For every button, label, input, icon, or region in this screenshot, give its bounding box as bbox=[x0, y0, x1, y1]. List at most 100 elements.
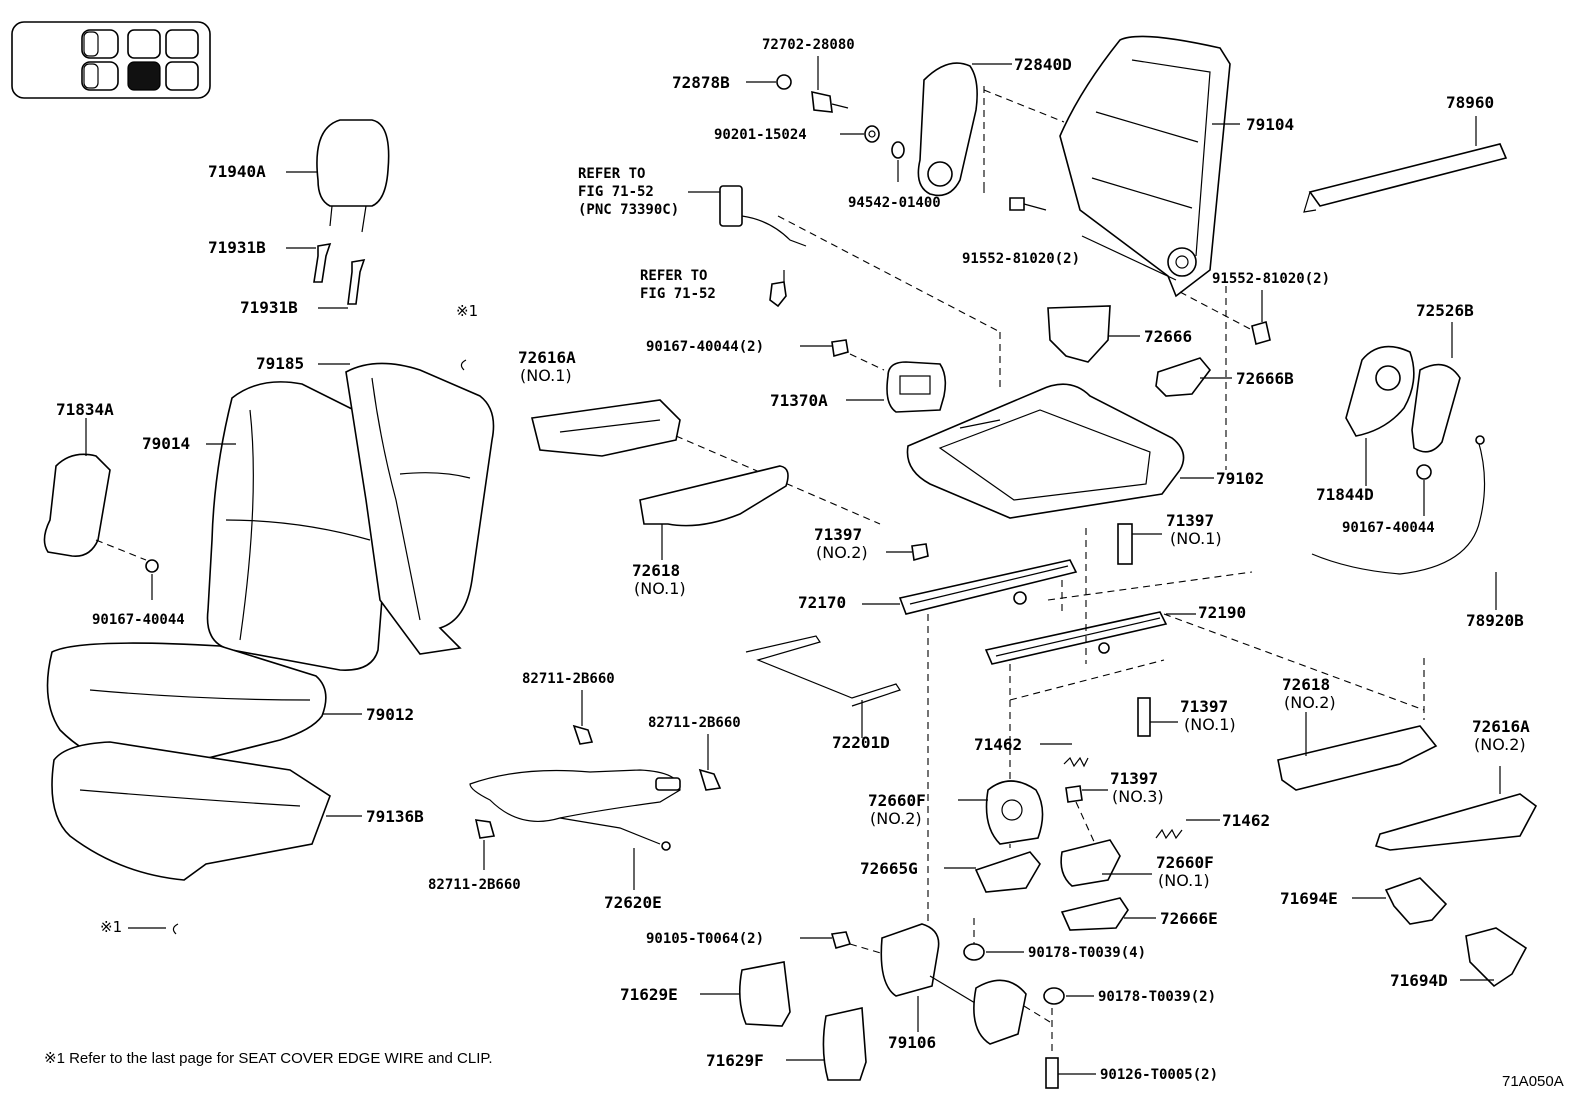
headrest-71940A bbox=[286, 119, 390, 233]
part-label-72878B: 72878B bbox=[672, 73, 730, 92]
part-label-72620E: 72620E bbox=[604, 893, 662, 912]
part-label-72660F-no1: 72660F bbox=[1156, 853, 1214, 872]
part-label-91552-81020-right: 91552-81020(2) bbox=[1212, 271, 1331, 287]
part-label-71834A: 71834A bbox=[56, 400, 114, 419]
part-label-72660F-no2: 72660F bbox=[868, 791, 926, 810]
part-label-72666B: 72666B bbox=[1236, 369, 1294, 388]
part-label-82711-2B660-a: 82711-2B660 bbox=[522, 671, 615, 687]
spring-71462-b bbox=[1155, 819, 1220, 840]
seat-bracket-72666E bbox=[1060, 897, 1156, 931]
armrest-72840D bbox=[917, 62, 1065, 197]
part-label-72170: 72170 bbox=[798, 593, 847, 612]
part-label-79102: 79102 bbox=[1216, 469, 1265, 488]
bolt-71397-no2 bbox=[886, 543, 929, 562]
part-label-78960: 78960 bbox=[1446, 93, 1495, 112]
seat-fasteners-top bbox=[746, 56, 905, 182]
figure-code: 71A050A bbox=[1502, 1073, 1564, 1090]
guide-line-c bbox=[1047, 571, 1253, 601]
part-label-94542-01400: 94542-01400 bbox=[848, 195, 941, 211]
seat-belt-buckle-73390C bbox=[688, 185, 807, 308]
bolt-71397-no1-lower bbox=[1137, 697, 1178, 737]
guide-line-a bbox=[777, 215, 1001, 333]
part-label-71931B-top: 71931B bbox=[208, 238, 266, 257]
seatback-cover-79014 bbox=[206, 381, 394, 671]
seat-side-cover-72618-no2 bbox=[1163, 613, 1438, 791]
highlighted-seat-cell bbox=[127, 61, 161, 91]
part-label-90178-T0039-two: 90178-T0039(2) bbox=[1098, 989, 1217, 1005]
seat-track-72190 bbox=[984, 528, 1196, 848]
part-label-71462-b: 71462 bbox=[1222, 811, 1271, 830]
seat-belt-strap-78960 bbox=[1303, 116, 1508, 213]
nut-90178-two bbox=[1043, 987, 1094, 1005]
part-label-71397-no2: 71397 bbox=[814, 525, 863, 544]
seatback-trim-71834A bbox=[43, 418, 159, 600]
release-cable-78920B bbox=[1311, 435, 1497, 610]
part-label-72840D: 72840D bbox=[1014, 55, 1072, 74]
refer-note-seatbelt: REFER TO FIG 71-52 (PNC 73390C) bbox=[578, 166, 680, 218]
part-label-79014: 79014 bbox=[142, 434, 191, 453]
part-label-79104: 79104 bbox=[1246, 115, 1295, 134]
edge-clip-mark-top bbox=[460, 359, 467, 371]
cover-71629F bbox=[786, 1007, 867, 1081]
part-label-72616A-no2-sub: (NO.2) bbox=[1474, 735, 1526, 754]
bolt-91552-right bbox=[1179, 290, 1271, 346]
part-label-71629F: 71629F bbox=[706, 1051, 764, 1070]
part-label-79012: 79012 bbox=[366, 705, 415, 724]
recliner-cover-71844D bbox=[1345, 345, 1432, 516]
part-label-72616A-no2: 72616A bbox=[1472, 717, 1530, 736]
seat-track-72170 bbox=[862, 559, 1078, 938]
part-label-72666: 72666 bbox=[1144, 327, 1193, 346]
part-label-72618-no1: 72618 bbox=[632, 561, 681, 580]
bolt-71397-no1-upper bbox=[1117, 523, 1162, 565]
part-label-79185: 79185 bbox=[256, 354, 305, 373]
part-label-71370A: 71370A bbox=[770, 391, 828, 410]
seat-lock-72660F-no1 bbox=[1060, 839, 1152, 887]
part-label-90167-40044-right: 90167-40044 bbox=[1342, 520, 1435, 536]
bracket-71694D bbox=[1460, 927, 1528, 988]
edge-clip-mark-bottom bbox=[172, 923, 179, 935]
part-label-71397-no1-lower: 71397 bbox=[1180, 697, 1229, 716]
part-label-78920B: 78920B bbox=[1466, 611, 1524, 630]
recliner-cover-72526B bbox=[1411, 322, 1461, 453]
seat-cushion-frame-79102 bbox=[906, 286, 1227, 519]
part-label-79106: 79106 bbox=[888, 1033, 937, 1052]
seat-cushion-cover-79012 bbox=[46, 642, 362, 771]
part-label-72618-no1-sub: (NO.1) bbox=[634, 579, 686, 598]
seat-side-cover-72618-no1 bbox=[639, 465, 789, 560]
part-label-72190: 72190 bbox=[1198, 603, 1247, 622]
cover-71629E bbox=[700, 961, 791, 1027]
footnote: ※1 Refer to the last page for SEAT COVER… bbox=[44, 1050, 493, 1067]
seat-position-indicator bbox=[11, 21, 211, 99]
part-label-90126-T0005: 90126-T0005(2) bbox=[1100, 1067, 1219, 1083]
part-label-71694E: 71694E bbox=[1280, 889, 1338, 908]
seat-side-cover-72616A-no2 bbox=[1374, 766, 1538, 851]
part-label-72616A-no1: 72616A bbox=[518, 348, 576, 367]
stud-90126 bbox=[1045, 1008, 1096, 1089]
spring-71462-a bbox=[1040, 743, 1089, 768]
edge-wire-mark-top: ※1 bbox=[456, 302, 479, 320]
release-cable-72201D bbox=[745, 635, 901, 738]
part-label-71397-no1-upper: 71397 bbox=[1166, 511, 1215, 530]
part-label-72526B: 72526B bbox=[1416, 301, 1474, 320]
part-label-71397-no1-upper-sub: (NO.1) bbox=[1170, 529, 1222, 548]
part-label-71844D: 71844D bbox=[1316, 485, 1374, 504]
bracket-71370A bbox=[846, 361, 947, 413]
wire-harness-72620E bbox=[469, 690, 722, 890]
seat-cushion-pad-79136B bbox=[51, 741, 362, 881]
seat-bracket-72665G bbox=[944, 851, 1041, 893]
part-label-72618-no2: 72618 bbox=[1282, 675, 1331, 694]
edge-wire-mark-bottom: ※1 bbox=[100, 918, 123, 936]
part-label-72618-no2-sub: (NO.2) bbox=[1284, 693, 1336, 712]
part-label-72702-28080: 72702-28080 bbox=[762, 37, 855, 53]
headrest-support-71931B bbox=[286, 242, 366, 309]
guide-line-d bbox=[1009, 659, 1165, 701]
bracket-71694E bbox=[1352, 877, 1448, 925]
part-label-82711-2B660-c: 82711-2B660 bbox=[428, 877, 521, 893]
part-label-90201-15024: 90201-15024 bbox=[714, 127, 807, 143]
part-label-72201D: 72201D bbox=[832, 733, 890, 752]
bolt-90167-pair bbox=[800, 339, 885, 371]
seatback-frame-79104 bbox=[1009, 35, 1240, 298]
part-label-71931B-bottom: 71931B bbox=[240, 298, 298, 317]
part-label-71694D: 71694D bbox=[1390, 971, 1448, 990]
